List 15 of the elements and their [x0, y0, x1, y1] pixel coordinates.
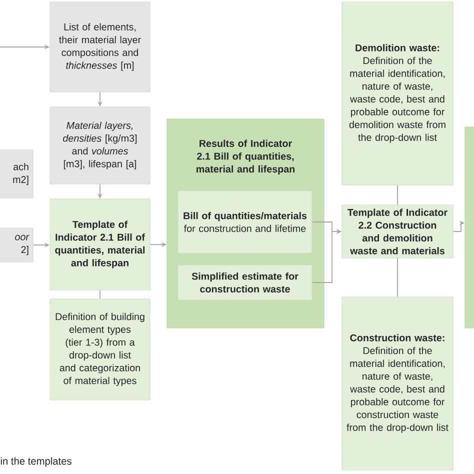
- definition-box: Definition of building element types (tier 1-3) from a drop-down list and categorization of material types: [50, 298, 150, 400]
- note-text: in the templates: [0, 457, 72, 467]
- result-box: Simplified estimate for construction waste: [178, 264, 312, 300]
- input-box: Material layers, densities [kg/m3] and volumes [m3], lifespan [a]: [50, 106, 150, 184]
- result-box: Bill of quantities/materials for construction and lifetime: [178, 190, 312, 254]
- input-box: ach m2]: [0, 150, 34, 198]
- template-box: Template of Indicator 2.1 Bill of quantities, material and lifespan: [50, 198, 150, 290]
- template-box: Template of Indicator 2.2 Construction and demolition waste and materials: [342, 204, 454, 258]
- connector-line: [397, 258, 398, 298]
- definition-box: Construction waste: Definition of the material identification, nature of waste, waste code, best and probable outcome for construction waste from the drop-down list: [342, 296, 454, 470]
- output-box: [464, 126, 474, 328]
- definition-box: Demolition waste: Definition of the material identification, nature of waste, waste code, best and probable outcome for demolition waste from the drop-down list: [342, 2, 454, 186]
- input-box: List of elements, their material layer compositions and thicknesses [m]: [50, 2, 150, 92]
- input-box: oor 2]: [0, 228, 34, 262]
- connector-line: [397, 184, 398, 206]
